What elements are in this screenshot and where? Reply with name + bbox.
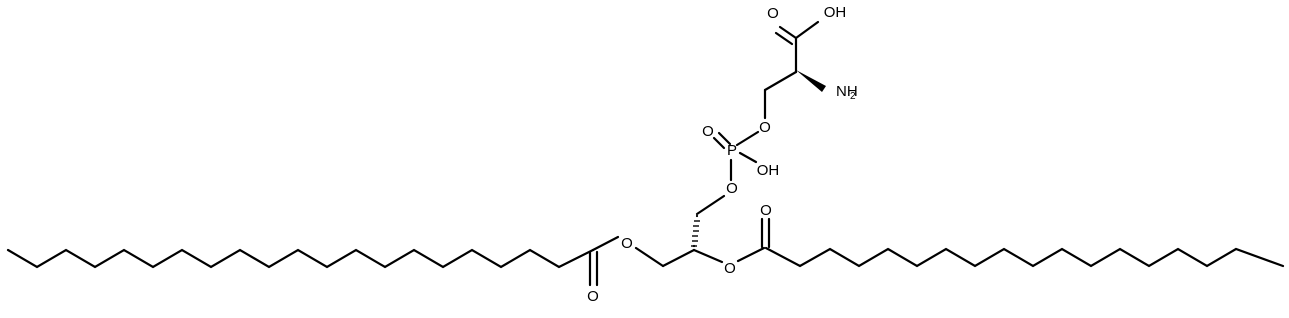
glycerol-bond-3 (692, 248, 724, 264)
serine-oxygen-label: O (759, 119, 771, 136)
left-ester-bond-a (591, 235, 620, 252)
stereo-wedge-bond (796, 70, 826, 92)
phosphate-double-1 (712, 136, 726, 150)
phosphate-oh-bond (738, 151, 758, 164)
phosphate-ester-oxygen-label: O (726, 180, 738, 197)
left-ester-oxygen-label: O (621, 235, 633, 252)
acid-hydroxyl-label: OH (824, 4, 847, 21)
acid-oh-bond (794, 20, 820, 40)
left-carbonyl-oxygen-label: O (587, 288, 599, 305)
phosphorus-label: P (727, 142, 737, 159)
right-acyl-chain (764, 246, 1285, 268)
serine-bond-2 (763, 70, 798, 92)
left-ester-bond-b (634, 246, 665, 268)
left-acyl-chain (6, 248, 595, 269)
amine-subscript: 2 (850, 91, 856, 102)
phosphate-double-2 (717, 131, 732, 146)
acid-double-1 (778, 25, 798, 40)
right-ester-bond-a (736, 246, 766, 263)
glycerol-bond-4 (695, 194, 726, 216)
right-ester-oxygen-label: O (724, 260, 736, 277)
acid-carbonyl-oxygen-label: O (767, 5, 779, 22)
glycerol-bond-1 (661, 248, 696, 268)
phosphoryl-oxygen-label: O (702, 123, 714, 140)
phosphate-hydroxyl-label: OH (757, 162, 780, 179)
right-carbonyl-oxygen-label: O (760, 202, 772, 219)
acid-double-2 (774, 31, 794, 46)
amine-label: NH (836, 83, 858, 100)
phosphate-ser-bond (735, 130, 760, 147)
stereo-hashed-bond (691, 220, 700, 248)
